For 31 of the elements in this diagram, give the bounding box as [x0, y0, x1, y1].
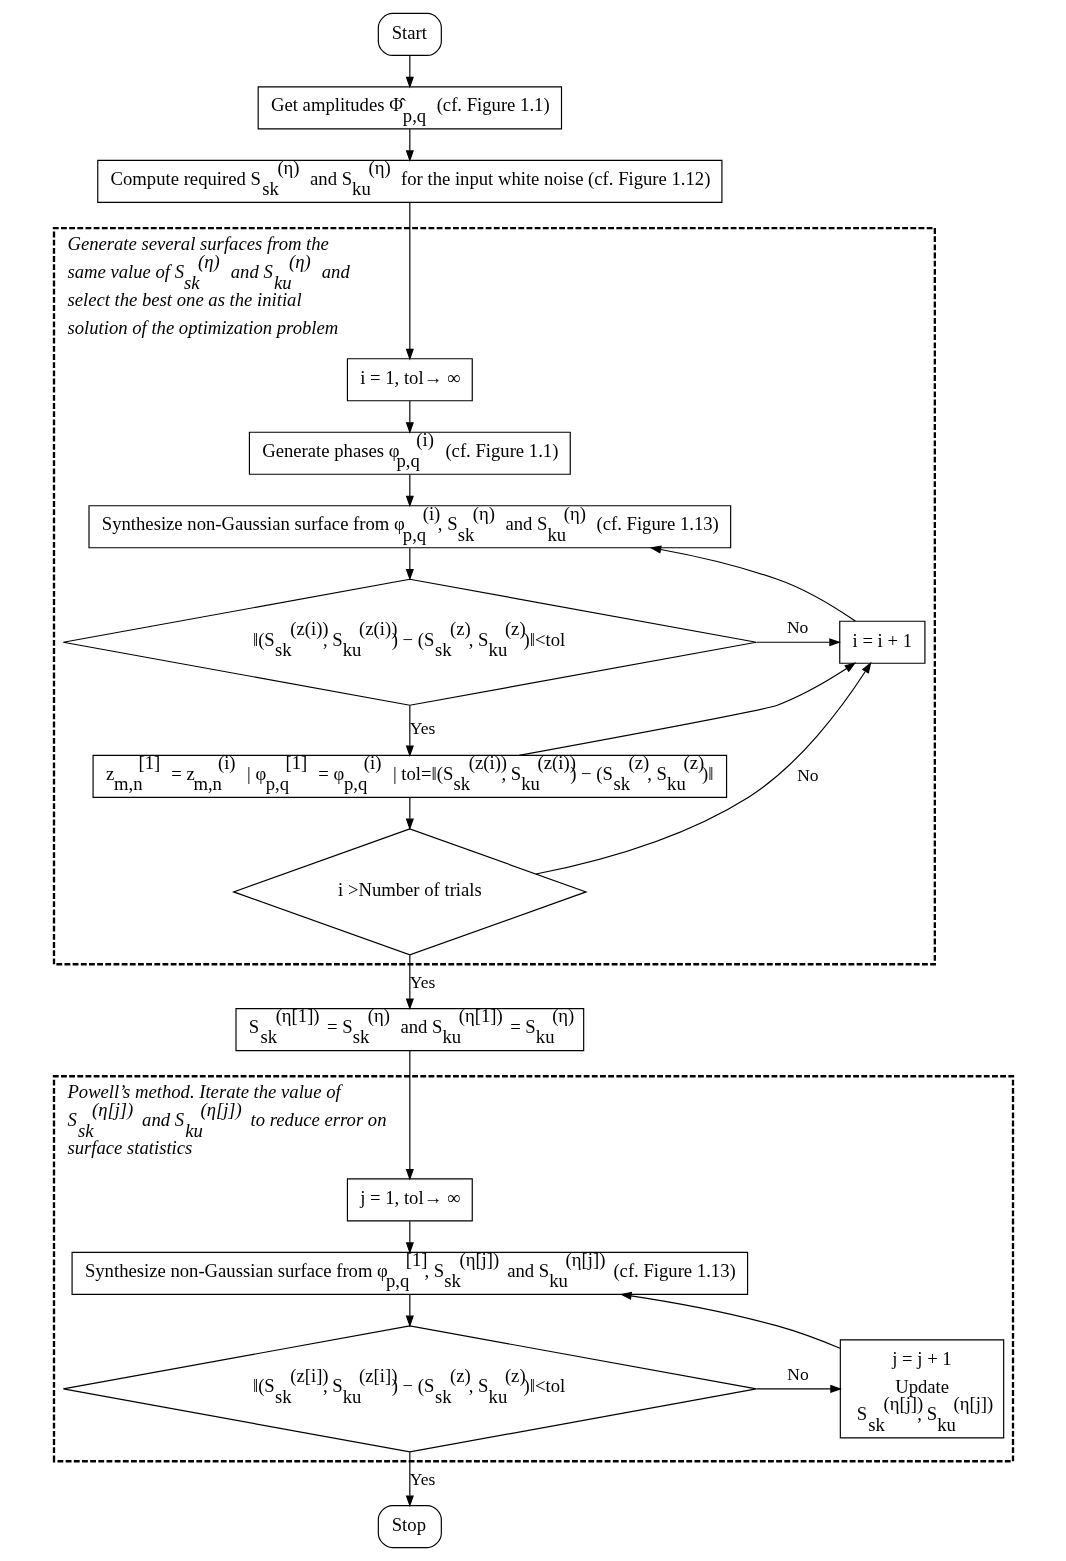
arrow	[755, 1384, 842, 1393]
edge-label: No	[796, 764, 819, 785]
arrow	[405, 201, 414, 361]
edge-label: No	[786, 616, 808, 637]
arrow	[619, 1291, 841, 1349]
arrow	[405, 954, 414, 1011]
node-box: Start	[377, 12, 442, 56]
arrow	[405, 474, 414, 508]
arrow	[405, 1451, 414, 1508]
edge-label: No	[786, 1363, 809, 1384]
arrow	[405, 1050, 414, 1181]
node-diamond: i >Number of trials	[231, 828, 588, 956]
arrow	[405, 1220, 414, 1254]
arrow	[405, 797, 414, 831]
arrow	[405, 1294, 414, 1328]
node-box: j = 1, tol→ ∞	[346, 1178, 473, 1222]
arrow	[517, 662, 856, 756]
arrow	[755, 638, 841, 647]
arrow	[405, 704, 414, 758]
edge-label: Yes	[409, 1468, 435, 1489]
arrow	[405, 128, 414, 162]
node-box: i = i + 1	[838, 620, 925, 664]
arrow	[405, 400, 414, 434]
arrow	[405, 55, 414, 89]
arrow	[534, 661, 871, 875]
node-box: Stop	[377, 1505, 442, 1549]
arrow	[649, 545, 856, 622]
edge-label: Yes	[409, 718, 435, 739]
arrow	[405, 547, 414, 581]
node-box: i = 1, tol→ ∞	[346, 358, 473, 402]
edge-label: Yes	[409, 971, 435, 992]
